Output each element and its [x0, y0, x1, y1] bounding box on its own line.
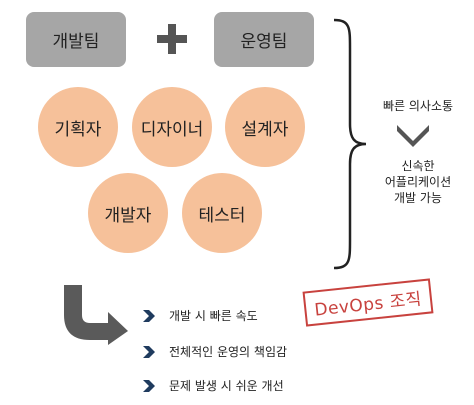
- bullet-chevron-icon: [143, 379, 155, 392]
- plus-icon: [157, 24, 187, 54]
- role-developer-label: 개발자: [104, 205, 152, 226]
- devops-stamp: DevOps 조직: [302, 278, 434, 327]
- dev-team-label: 개발팀: [52, 32, 100, 52]
- dev-team-box: 개발팀: [26, 12, 126, 67]
- benefit-text: 문제 발생 시 쉬운 개선: [169, 379, 284, 393]
- brace-icon: [333, 18, 367, 270]
- role-developer: 개발자: [88, 173, 168, 253]
- ops-team-label: 운영팀: [240, 32, 288, 52]
- role-tester: 테스터: [182, 173, 262, 253]
- role-designer: 디자이너: [132, 87, 212, 167]
- role-tester-label: 테스터: [198, 205, 246, 226]
- benefit-text: 개발 시 빠른 속도: [169, 309, 258, 323]
- bullet-chevron-icon: [143, 345, 155, 358]
- chevron-down-icon: [397, 125, 429, 147]
- benefit-item: 문제 발생 시 쉬운 개선: [143, 377, 284, 394]
- result-line-2: 어플리케이션: [384, 175, 452, 189]
- role-designer-label: 디자이너: [140, 119, 204, 140]
- fast-communication-text: 빠른 의사소통: [382, 99, 454, 113]
- benefit-item: 전체적인 운영의 책임감: [143, 343, 287, 360]
- result-text: 신속한 어플리케이션 개발 가능: [366, 158, 470, 206]
- result-line-3: 개발 가능: [394, 191, 442, 205]
- result-line-1: 신속한: [401, 159, 435, 173]
- role-architect-label: 설계자: [241, 119, 289, 140]
- bullet-chevron-icon: [143, 309, 155, 322]
- role-architect: 설계자: [225, 87, 305, 167]
- role-planner-label: 기획자: [54, 119, 102, 140]
- benefit-item: 개발 시 빠른 속도: [143, 307, 258, 324]
- benefit-text: 전체적인 운영의 책임감: [169, 345, 288, 359]
- bent-arrow-icon: [64, 285, 128, 345]
- ops-team-box: 운영팀: [214, 12, 314, 67]
- role-planner: 기획자: [38, 87, 118, 167]
